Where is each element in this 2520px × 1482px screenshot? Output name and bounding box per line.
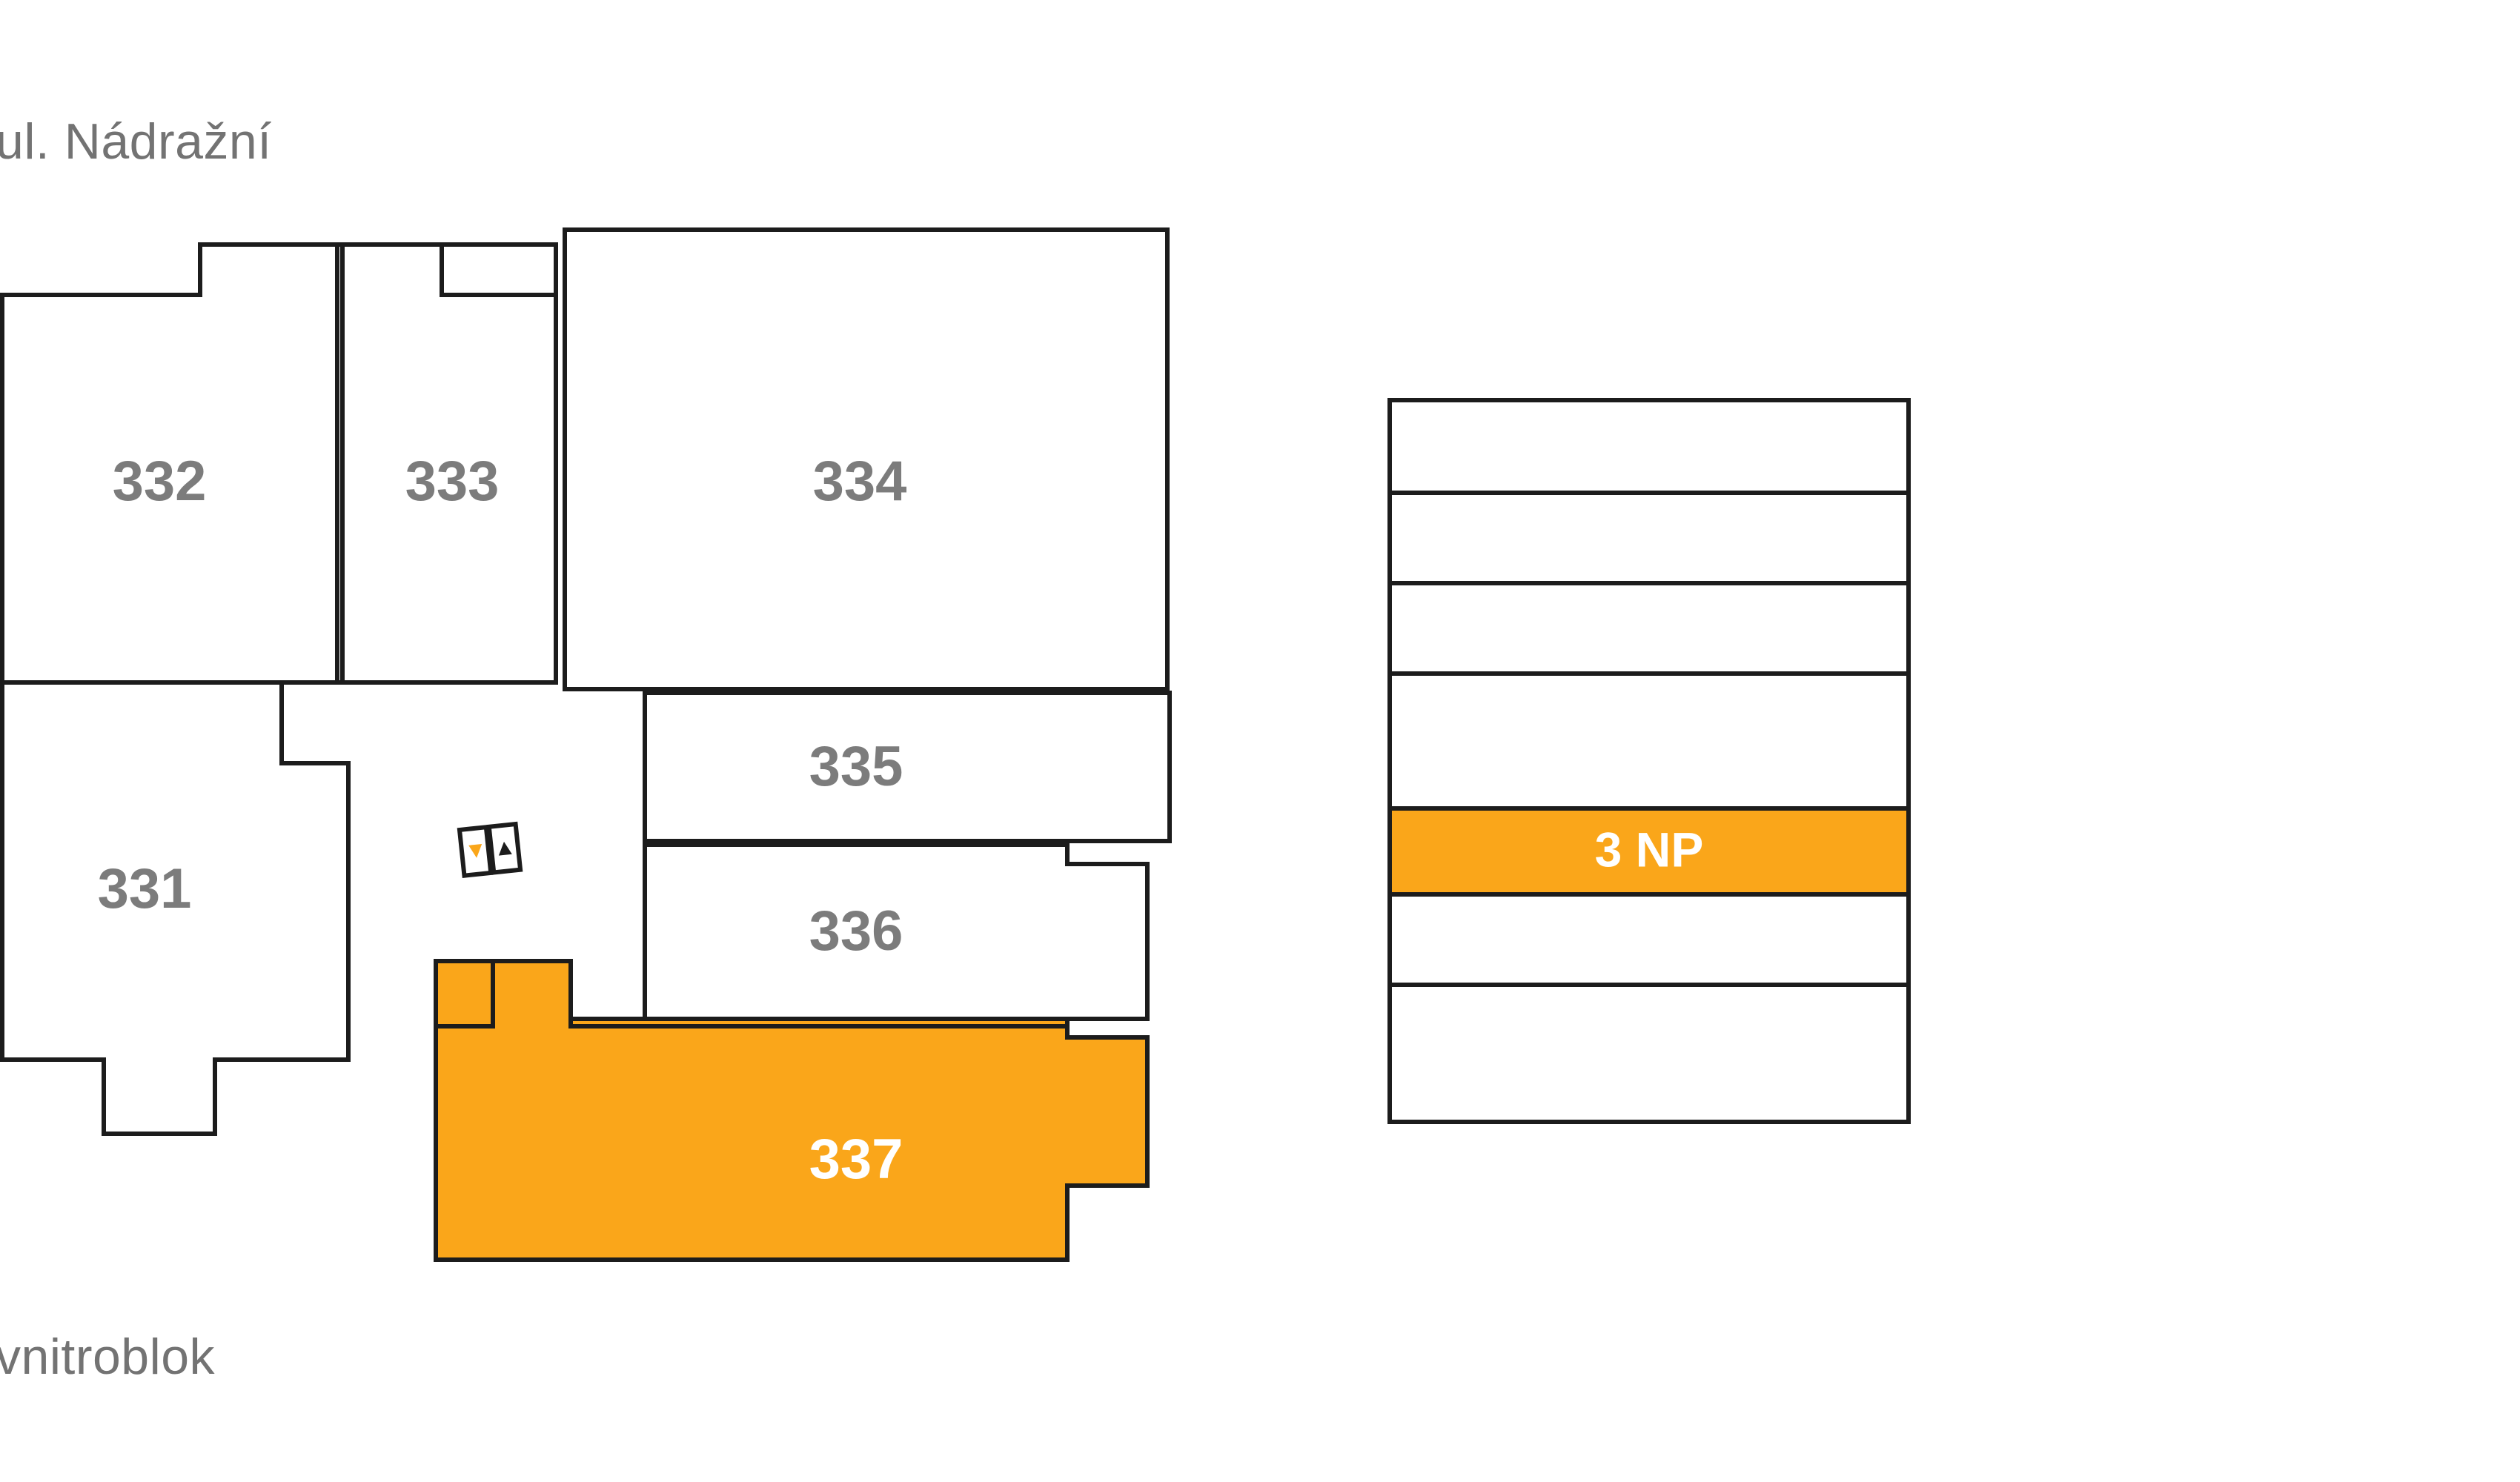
floor-row-1[interactable]: [1387, 398, 1911, 495]
triangle-down-icon: [468, 843, 483, 858]
unit-337-outline[interactable]: [434, 959, 1150, 1262]
unit-335-label: 335: [809, 735, 903, 798]
unit-334[interactable]: 334: [563, 227, 1170, 691]
unit-333[interactable]: 333: [335, 242, 558, 685]
unit-334-shape[interactable]: [563, 227, 1170, 691]
floor-row-active-label: 3 NP: [1595, 822, 1704, 877]
street-label-bottom: vnitroblok: [0, 1329, 216, 1385]
orientation-marker-icon: [457, 821, 523, 878]
floor-row-4[interactable]: [1387, 671, 1911, 811]
unit-331-label: 331: [98, 857, 192, 920]
unit-331-shape[interactable]: [0, 680, 351, 1136]
unit-334-label: 334: [813, 450, 907, 513]
unit-336[interactable]: 336: [643, 843, 1150, 1021]
unit-336-label: 336: [809, 900, 903, 963]
unit-337-label: 337: [809, 1128, 903, 1191]
floor-row-2[interactable]: [1387, 491, 1911, 585]
floorplan-diagram: 332 333 334 331 335 336: [0, 227, 1172, 1262]
street-label-top: ul. Nádražní: [0, 113, 272, 170]
unit-335-shape[interactable]: [643, 691, 1172, 843]
unit-332-label: 332: [113, 450, 207, 513]
floor-row-7[interactable]: [1387, 983, 1911, 1124]
unit-335[interactable]: 335: [643, 691, 1172, 843]
triangle-up-icon: [498, 841, 512, 856]
unit-333-outline[interactable]: [340, 242, 558, 685]
unit-331[interactable]: 331: [0, 680, 351, 1136]
unit-333-label: 333: [405, 450, 500, 513]
floor-row-6[interactable]: [1387, 892, 1911, 987]
unit-337[interactable]: 337: [434, 959, 1150, 1262]
floor-stack-rows: 3 NP: [1387, 398, 1911, 1124]
floor-row-3[interactable]: [1387, 581, 1911, 676]
